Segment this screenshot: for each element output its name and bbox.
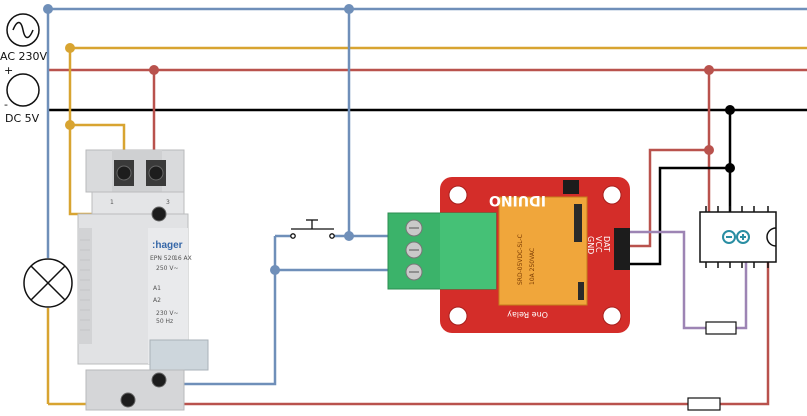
relay-module: SRD-05VDC-SL-C 10A 250VAC IDUINO One Rel… [387, 177, 630, 333]
purple-wire-arduino [736, 262, 748, 330]
rail-group [48, 7, 807, 112]
contactor-coil: 230 V~ [156, 310, 179, 317]
relay-text-2: 10A 250VAC [529, 248, 536, 285]
arduino-chip [699, 206, 777, 268]
purple-wire-dat [630, 230, 706, 330]
blue-wire-to-contactor-A2 [163, 236, 277, 386]
relay-component [498, 196, 588, 306]
contactor: 1 3 :hager EPN 520 16 AX 250 V~ A1 A2 23… [77, 149, 209, 411]
relay-pin-gnd: GND [586, 236, 595, 254]
dc-minus-label: - [4, 98, 8, 111]
relay-header [614, 228, 630, 270]
red-wire-vcc [630, 70, 711, 248]
resistor-icon [687, 397, 721, 411]
pushbutton-icon [290, 219, 335, 239]
contactor-pin3: 3 [166, 199, 170, 206]
contactor-pin1: 1 [110, 199, 114, 206]
sine-icon [12, 21, 34, 39]
resistor-lower [687, 397, 721, 411]
relay-pin-dat: DAT [602, 236, 611, 252]
junction-dots [43, 4, 735, 275]
contactor-voltage: 250 V~ [156, 265, 179, 272]
pushbutton [290, 219, 335, 239]
ac-source-label: AC 230V [0, 50, 48, 63]
dc-source: + - DC 5V [4, 64, 40, 125]
relay-text-1: SRD-05VDC-SL-C [517, 234, 524, 285]
contactor-freq: 50 Hz [156, 318, 173, 325]
contactor-rating: 16 AX [174, 255, 192, 262]
resistor-icon [705, 321, 737, 335]
resistor-upper [705, 321, 737, 335]
lamp [23, 258, 73, 308]
dc-plus-label: + [4, 64, 13, 77]
contactor-pinA2: A2 [153, 297, 161, 304]
arduino-logo-icon [722, 230, 750, 244]
black-wire-gnd [630, 110, 732, 266]
ac-source: AC 230V [0, 13, 48, 63]
contactor-model: EPN 520 [150, 255, 175, 262]
blue-wire-to-terminal [347, 9, 409, 248]
relay-title: One Relay [507, 310, 548, 319]
relay-pin-vcc: VCC [594, 236, 603, 253]
dc-source-icon [6, 73, 40, 107]
contactor-pinA1: A1 [153, 285, 161, 292]
relay-brand: IDUINO [489, 192, 546, 208]
contactor-window [149, 339, 209, 371]
red-wire-bottom [150, 262, 770, 406]
contactor-brand: :hager [152, 240, 183, 251]
dc-source-label: DC 5V [5, 112, 40, 125]
